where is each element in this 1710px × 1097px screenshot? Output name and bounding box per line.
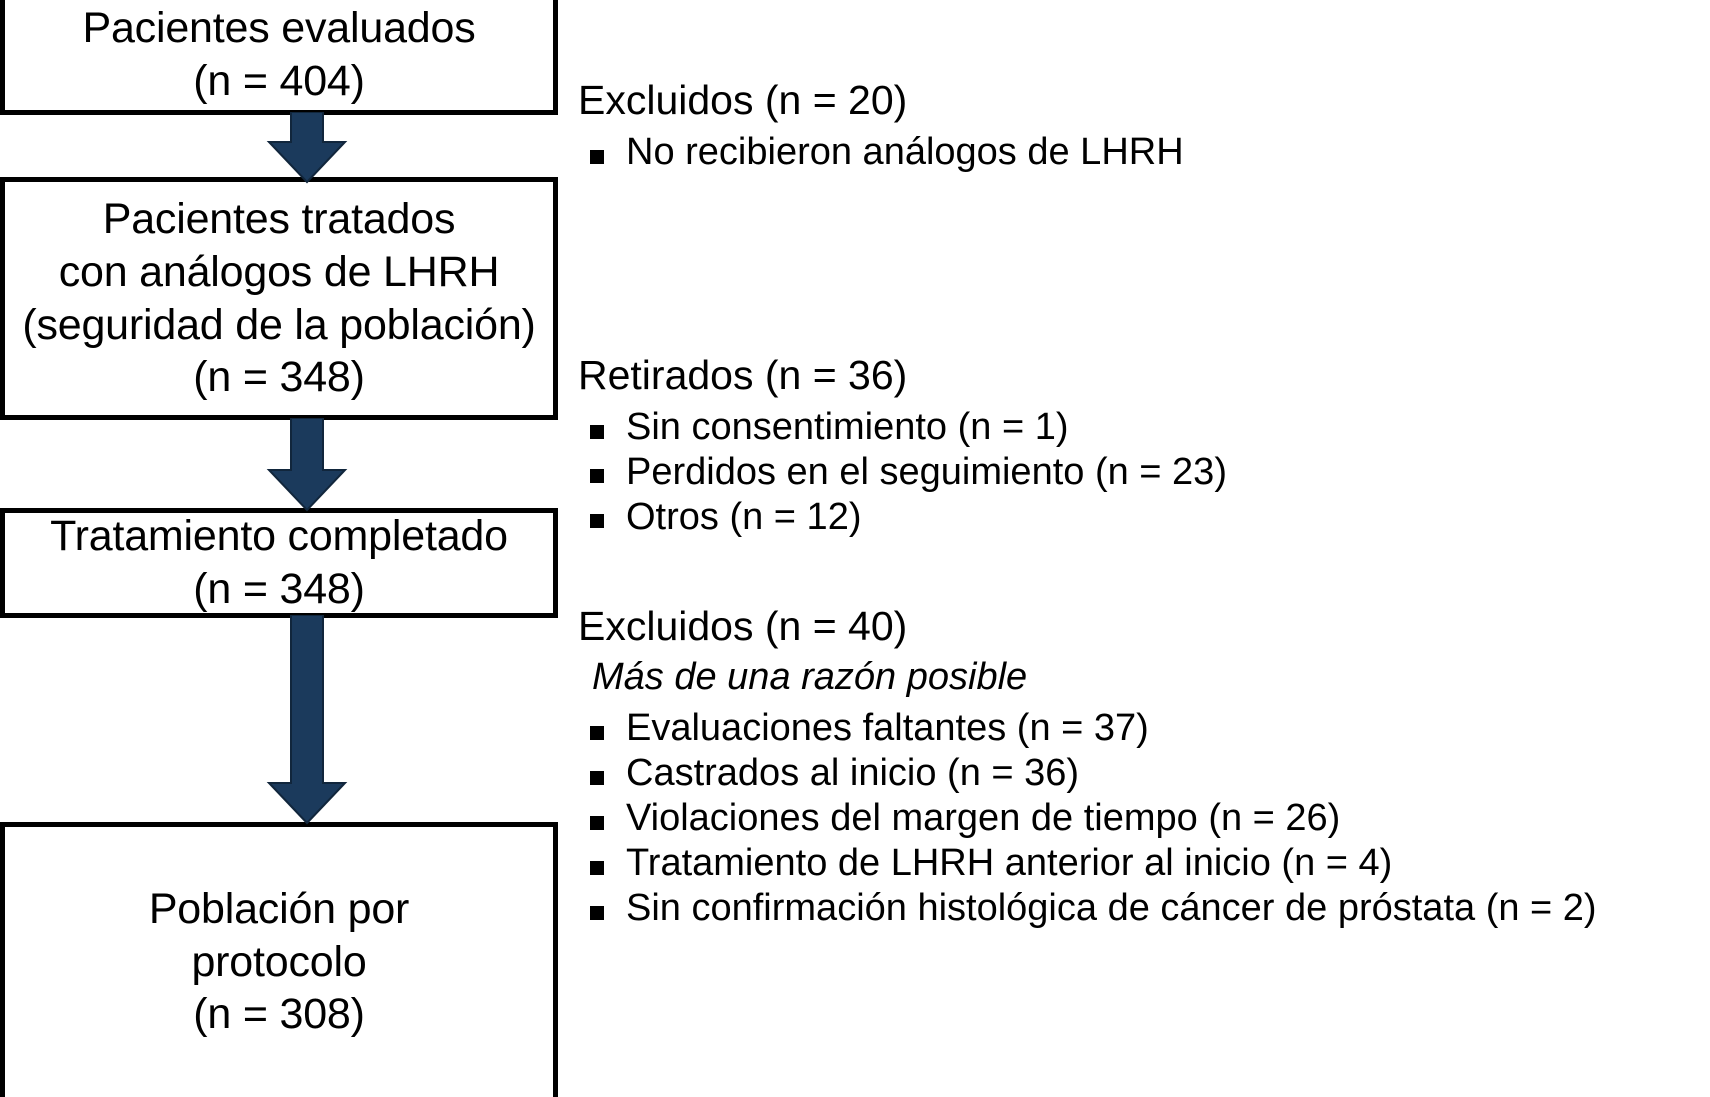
flow-box-line: (n = 404) bbox=[193, 57, 365, 105]
note-list-item-label: Sin consentimiento (n = 1) bbox=[626, 405, 1069, 448]
square-bullet-icon bbox=[590, 726, 604, 741]
flow-box-line: Población por bbox=[148, 884, 410, 933]
flow-box-line: (seguridad de la población) bbox=[22, 300, 536, 349]
square-bullet-icon bbox=[590, 815, 604, 830]
note-list-item: Perdidos en el seguimiento (n = 23) bbox=[578, 450, 1227, 495]
flow-box-line: Pacientes tratados bbox=[102, 194, 456, 243]
note-title: Excluidos (n = 20) bbox=[578, 77, 908, 123]
note-list-item-label: Castrados al inicio (n = 36) bbox=[626, 752, 1080, 795]
note-item-list: Sin consentimiento (n = 1) Perdidos en e… bbox=[578, 405, 1227, 539]
square-bullet-icon bbox=[590, 514, 604, 529]
square-bullet-icon bbox=[590, 771, 604, 786]
note-list-item: Otros (n = 12) bbox=[578, 495, 1227, 540]
note-list-item: No recibieron análogos de LHRH bbox=[578, 130, 1184, 175]
note-subtitle: Más de una razón posible bbox=[592, 655, 1028, 698]
note-list-item: Evaluaciones faltantes (n = 37) bbox=[578, 706, 1597, 751]
note-block-excluded-40: Excluidos (n = 40) Más de una razón posi… bbox=[578, 603, 1597, 931]
note-list-item-label: Evaluaciones faltantes (n = 37) bbox=[626, 707, 1149, 750]
square-bullet-icon bbox=[590, 860, 604, 875]
down-arrow-icon bbox=[265, 112, 349, 184]
flow-box-per-protocol-population: Población por protocolo (n = 308) bbox=[0, 822, 558, 1097]
note-block-withdrawn-36: Retirados (n = 36) Sin consentimiento (n… bbox=[578, 352, 1227, 539]
flow-box-patients-treated: Pacientes tratados con análogos de LHRH … bbox=[0, 177, 558, 420]
square-bullet-icon bbox=[590, 149, 604, 164]
flow-box-line: con análogos de LHRH bbox=[58, 247, 500, 296]
flow-box-line: Pacientes evaluados bbox=[82, 4, 476, 53]
note-title: Excluidos (n = 40) bbox=[578, 603, 908, 649]
square-bullet-icon bbox=[590, 905, 604, 920]
note-list-item-label: Tratamiento de LHRH anterior al inicio (… bbox=[626, 841, 1393, 884]
note-list-item: Castrados al inicio (n = 36) bbox=[578, 751, 1597, 796]
note-block-excluded-20: Excluidos (n = 20) No recibieron análogo… bbox=[578, 77, 1184, 175]
flow-box-line: Tratamiento completado bbox=[50, 512, 508, 561]
note-list-item: Sin consentimiento (n = 1) bbox=[578, 405, 1227, 450]
note-item-list: Evaluaciones faltantes (n = 37) Castrado… bbox=[578, 706, 1597, 930]
note-list-item-label: Perdidos en el seguimiento (n = 23) bbox=[626, 450, 1227, 493]
note-list-item-label: Sin confirmación histológica de cáncer d… bbox=[626, 886, 1597, 929]
flow-box-patients-assessed: Pacientes evaluados (n = 404) bbox=[0, 0, 558, 115]
flow-box-line: (n = 348) bbox=[193, 565, 365, 613]
note-list-item: Violaciones del margen de tiempo (n = 26… bbox=[578, 796, 1597, 841]
note-list-item-label: Violaciones del margen de tiempo (n = 26… bbox=[626, 797, 1341, 840]
flow-box-line: protocolo bbox=[191, 937, 367, 986]
note-title: Retirados (n = 36) bbox=[578, 352, 908, 398]
flow-box-line: (n = 308) bbox=[193, 990, 365, 1039]
down-arrow-icon bbox=[265, 418, 349, 512]
note-list-item-label: Otros (n = 12) bbox=[626, 495, 862, 538]
flow-box-line: (n = 348) bbox=[193, 353, 365, 402]
square-bullet-icon bbox=[590, 424, 604, 439]
note-list-item: Sin confirmación histológica de cáncer d… bbox=[578, 886, 1597, 931]
note-item-list: No recibieron análogos de LHRH bbox=[578, 130, 1184, 175]
note-list-item: Tratamiento de LHRH anterior al inicio (… bbox=[578, 841, 1597, 886]
note-list-item-label: No recibieron análogos de LHRH bbox=[626, 130, 1184, 173]
square-bullet-icon bbox=[590, 469, 604, 484]
flow-box-treatment-completed: Tratamiento completado (n = 348) bbox=[0, 508, 558, 618]
down-arrow-icon bbox=[265, 615, 349, 825]
